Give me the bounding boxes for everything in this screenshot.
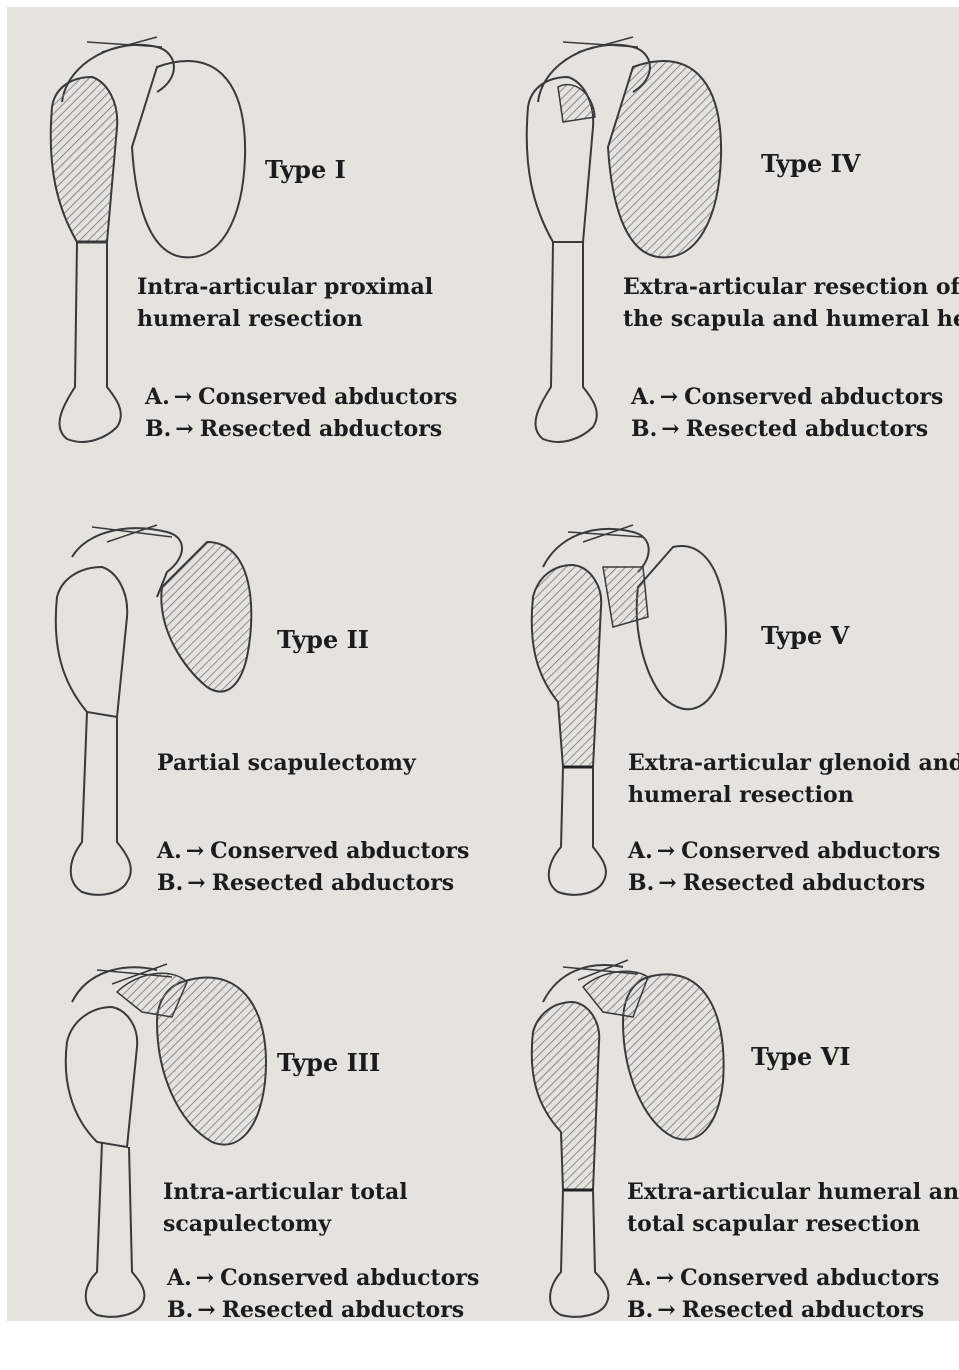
option-b: B.→ Resected abductors xyxy=(631,413,943,445)
option-text: Resected abductors xyxy=(682,1297,924,1323)
arrow-right-icon: → xyxy=(660,384,678,410)
resection-caption: Intra-articular proximal humeral resecti… xyxy=(137,271,433,335)
option-letter: A. xyxy=(145,384,170,410)
option-letter: A. xyxy=(631,384,656,410)
type-label: Type I xyxy=(265,155,346,184)
caption-line: Intra-articular proximal xyxy=(137,271,433,303)
caption-line: Extra-articular glenoid and xyxy=(628,747,959,779)
arrow-right-icon: → xyxy=(175,416,193,442)
caption-line: scapulectomy xyxy=(163,1208,408,1240)
caption-line: total scapular resection xyxy=(627,1208,959,1240)
option-letter: A. xyxy=(157,838,182,864)
type-label: Type III xyxy=(277,1048,380,1077)
abductor-options: A.→Conserved abductors B.→ Resected abduc… xyxy=(167,1262,479,1326)
option-text: Conserved abductors xyxy=(681,838,940,864)
panel-type-5: Type V Extra-articular glenoid and humer… xyxy=(483,497,959,935)
caption-line: humeral resection xyxy=(137,303,433,335)
panel-type-2: Type II Partial scapulectomy A.→Conserve… xyxy=(7,497,483,935)
option-b: B.→ Resected abductors xyxy=(167,1294,479,1326)
option-letter: A. xyxy=(628,838,653,864)
option-letter: B. xyxy=(157,870,183,896)
arrow-right-icon: → xyxy=(661,416,679,442)
resection-caption: Partial scapulectomy xyxy=(157,747,416,779)
type-label: Type V xyxy=(761,621,849,650)
option-a: A.→Conserved abductors xyxy=(167,1262,479,1294)
arrow-right-icon: → xyxy=(186,838,204,864)
option-b: B.→ Resected abductors xyxy=(627,1294,939,1326)
caption-line: humeral resection xyxy=(628,779,959,811)
option-a: A.→Conserved abductors xyxy=(145,381,457,413)
option-text: Conserved abductors xyxy=(198,384,457,410)
option-text: Resected abductors xyxy=(212,870,454,896)
option-a: A.→Conserved abductors xyxy=(631,381,943,413)
option-letter: B. xyxy=(627,1297,653,1323)
abductor-options: A.→Conserved abductors B.→ Resected abduc… xyxy=(631,381,943,445)
option-text: Conserved abductors xyxy=(684,384,943,410)
caption-line: Partial scapulectomy xyxy=(157,747,416,779)
option-text: Conserved abductors xyxy=(680,1265,939,1291)
resection-caption: Extra-articular humeral and total scapul… xyxy=(627,1176,959,1240)
option-b: B.→ Resected abductors xyxy=(145,413,457,445)
option-letter: A. xyxy=(167,1265,192,1291)
abductor-options: A.→Conserved abductors B.→ Resected abduc… xyxy=(157,835,469,899)
caption-line: Extra-articular humeral and xyxy=(627,1176,959,1208)
arrow-right-icon: → xyxy=(658,870,676,896)
option-letter: B. xyxy=(631,416,657,442)
option-text: Conserved abductors xyxy=(220,1265,479,1291)
option-letter: B. xyxy=(628,870,654,896)
arrow-right-icon: → xyxy=(657,838,675,864)
caption-line: Extra-articular resection of xyxy=(623,271,959,303)
resection-caption: Intra-articular total scapulectomy xyxy=(163,1176,408,1240)
panel-type-3: Type III Intra-articular total scapulect… xyxy=(7,932,483,1370)
option-b: B.→ Resected abductors xyxy=(157,867,469,899)
abductor-options: A.→Conserved abductors B.→ Resected abduc… xyxy=(628,835,940,899)
type-label: Type VI xyxy=(751,1042,850,1071)
option-a: A.→Conserved abductors xyxy=(628,835,940,867)
option-a: A.→Conserved abductors xyxy=(157,835,469,867)
abductor-options: A.→Conserved abductors B.→ Resected abduc… xyxy=(145,381,457,445)
arrow-right-icon: → xyxy=(656,1265,674,1291)
option-text: Resected abductors xyxy=(222,1297,464,1323)
option-letter: B. xyxy=(145,416,171,442)
option-a: A.→Conserved abductors xyxy=(627,1262,939,1294)
option-letter: B. xyxy=(167,1297,193,1323)
option-letter: A. xyxy=(627,1265,652,1291)
arrow-right-icon: → xyxy=(174,384,192,410)
resection-caption: Extra-articular resection of the scapula… xyxy=(623,271,959,335)
option-b: B.→ Resected abductors xyxy=(628,867,940,899)
option-text: Resected abductors xyxy=(686,416,928,442)
arrow-right-icon: → xyxy=(197,1297,215,1323)
panel-type-4: Type IV Extra-articular resection of the… xyxy=(483,7,959,445)
option-text: Resected abductors xyxy=(683,870,925,896)
option-text: Resected abductors xyxy=(200,416,442,442)
caption-line: the scapula and humeral head xyxy=(623,303,959,335)
option-text: Conserved abductors xyxy=(210,838,469,864)
abductor-options: A.→Conserved abductors B.→ Resected abduc… xyxy=(627,1262,939,1326)
arrow-right-icon: → xyxy=(196,1265,214,1291)
type-label: Type IV xyxy=(761,149,860,178)
figure-sheet: Type I Intra-articular proximal humeral … xyxy=(7,7,959,1321)
arrow-right-icon: → xyxy=(657,1297,675,1323)
resection-caption: Extra-articular glenoid and humeral rese… xyxy=(628,747,959,811)
panel-type-6: Type VI Extra-articular humeral and tota… xyxy=(483,932,959,1370)
arrow-right-icon: → xyxy=(187,870,205,896)
panel-type-1: Type I Intra-articular proximal humeral … xyxy=(7,7,483,445)
type-label: Type II xyxy=(277,625,369,654)
caption-line: Intra-articular total xyxy=(163,1176,408,1208)
